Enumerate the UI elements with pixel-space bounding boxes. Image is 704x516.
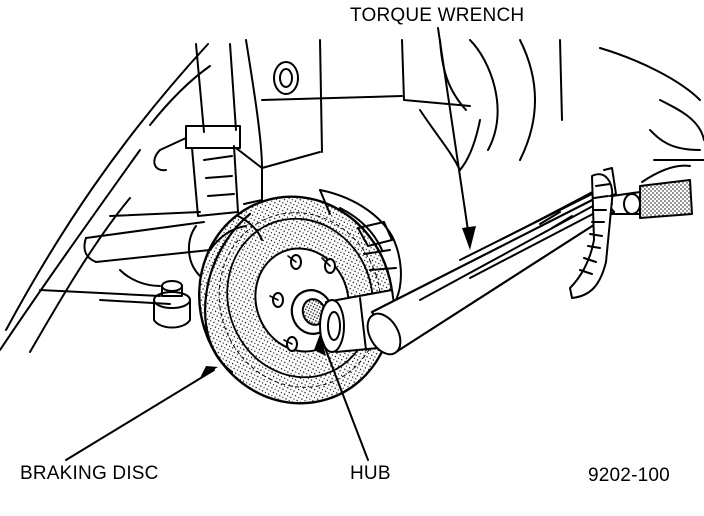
- control-arm: [39, 211, 247, 305]
- body-structure: [245, 39, 704, 171]
- arrowhead-torque-wrench: [462, 226, 476, 250]
- wrench-scale: [569, 173, 614, 299]
- leader-braking-disc: [65, 369, 215, 461]
- arrowhead-hub: [314, 334, 326, 356]
- arrowhead-braking-disc: [200, 366, 218, 378]
- leader-lines: [65, 27, 471, 461]
- ball-joint: [153, 280, 191, 329]
- arrowheads: [200, 226, 476, 378]
- leader-torque-wrench: [437, 27, 471, 245]
- label-braking-disc: BRAKING DISC: [20, 463, 159, 484]
- figure-number: 9202-100: [588, 465, 670, 486]
- label-hub: HUB: [350, 463, 391, 484]
- label-torque-wrench: TORQUE WRENCH: [350, 5, 525, 26]
- fender-arcs: [0, 43, 211, 353]
- torque-wrench: [366, 164, 693, 356]
- leader-hub: [321, 339, 369, 461]
